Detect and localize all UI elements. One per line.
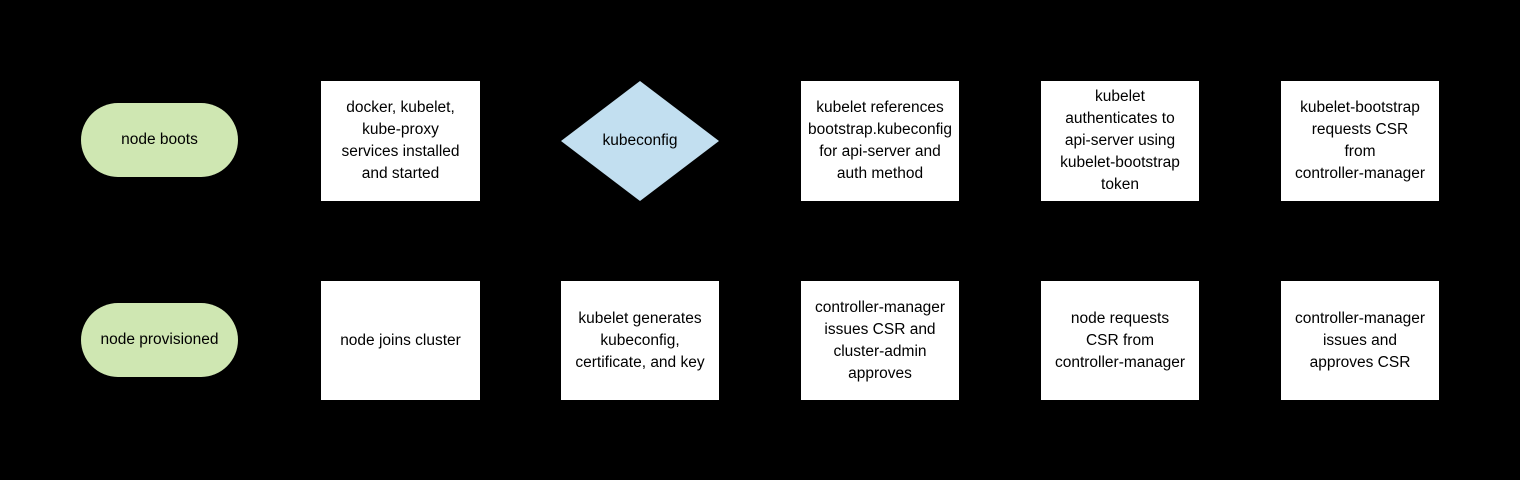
flow-node-kubelet-authenticates[interactable]: kubelet authenticates to api-server usin… bbox=[1041, 81, 1199, 201]
flow-node-node-provisioned[interactable]: node provisioned bbox=[81, 303, 238, 377]
flow-node-kubeconfig-decision[interactable]: kubeconfig bbox=[561, 81, 719, 201]
flow-node-label: kubelet-bootstrap requests CSR from cont… bbox=[1294, 99, 1426, 182]
flow-node-kubelet-generates-kubeconfig[interactable]: kubelet generates kubeconfig, certificat… bbox=[561, 281, 719, 400]
flow-node-kubelet-bootstrap-requests-csr[interactable]: kubelet-bootstrap requests CSR from cont… bbox=[1281, 81, 1439, 201]
flow-node-label: node provisioned bbox=[100, 331, 219, 348]
flow-node-node-joins-cluster[interactable]: node joins cluster bbox=[321, 281, 480, 400]
flow-node-node-boots[interactable]: node boots bbox=[81, 103, 238, 177]
flow-node-label: controller-manager issues CSR and cluste… bbox=[814, 298, 946, 382]
flow-node-label: docker, kubelet, kube-proxy services ins… bbox=[341, 99, 460, 182]
flow-node-controller-manager-issues-csr[interactable]: controller-manager issues CSR and cluste… bbox=[801, 281, 959, 400]
flow-node-label: kubelet references bootstrap.kubeconfig … bbox=[808, 99, 952, 182]
flow-node-controller-manager-issues-approves-csr[interactable]: controller-manager issues and approves C… bbox=[1281, 281, 1439, 400]
flow-node-label: node joins cluster bbox=[340, 331, 461, 349]
flow-node-label: kubelet authenticates to api-server usin… bbox=[1060, 88, 1180, 193]
flow-node-kubelet-references-bootstrap-kubeconfig[interactable]: kubelet references bootstrap.kubeconfig … bbox=[801, 81, 959, 201]
flow-node-label: node boots bbox=[121, 131, 198, 148]
flow-node-label: kubelet generates kubeconfig, certificat… bbox=[575, 309, 705, 371]
flow-node-label: node requests CSR from controller-manage… bbox=[1054, 309, 1186, 371]
flow-node-label: controller-manager issues and approves C… bbox=[1294, 309, 1426, 371]
flow-node-node-requests-csr[interactable]: node requests CSR from controller-manage… bbox=[1041, 281, 1199, 400]
flow-node-services-installed[interactable]: docker, kubelet, kube-proxy services ins… bbox=[321, 81, 480, 201]
diamond-icon bbox=[561, 81, 719, 201]
